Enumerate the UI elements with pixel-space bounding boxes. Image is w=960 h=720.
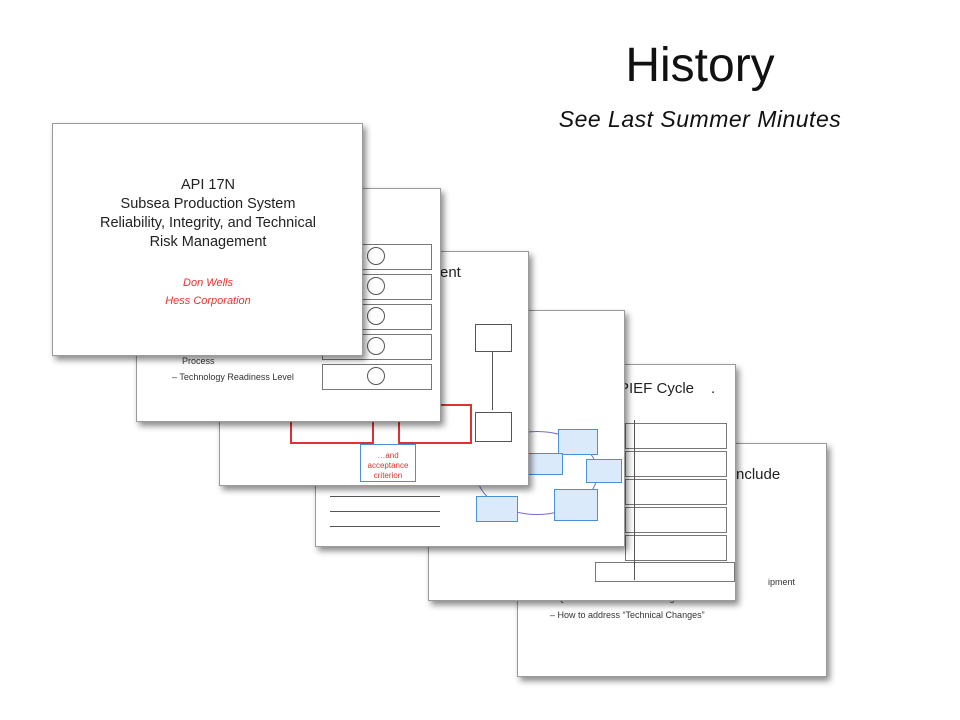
page-title: History [625,39,775,92]
cycle-box-implement [554,489,598,521]
pief-row-5 [625,535,727,561]
slide1-title-line-1: API 17N [181,177,235,193]
acceptance-criterion-label: …and acceptance criterion [367,451,409,480]
cycle-box-define [558,429,598,455]
slide5-heading: PIEF Cycle [619,380,695,397]
slide2-bullet-2: – Technology Readiness Level [172,372,294,382]
cycle-box-plan [586,459,622,483]
slide6-bullet-1: ipment [768,577,796,587]
slide-thumbnail-1[interactable]: API 17N Subsea Production System Reliabi… [52,123,363,356]
tech-circle [367,337,385,355]
slide1-author-name: Don Wells [183,277,233,289]
table-line [330,526,440,527]
pief-arrow-line [634,420,635,580]
slide1-title-line-3: Reliability, Integrity, and Technical [100,215,316,231]
slide2-bullet-1: Process [182,356,215,366]
tech-circle [367,277,385,295]
slide6-bullet-3: – How to address “Technical Changes” [550,610,705,620]
pief-row-2 [625,451,727,477]
pief-row-3 [625,479,727,505]
slide1-author: Don Wells Hess Corporation [73,274,343,310]
slide1-title-line-2: Subsea Production System [120,196,296,212]
slide1-title: API 17N Subsea Production System Reliabi… [73,176,343,252]
slide5-dot: . [711,380,716,397]
slide1-title-line-4: Risk Management [149,234,267,250]
tech-circle [367,367,385,385]
diagram-arrow [492,352,493,410]
tech-circle [367,307,385,325]
table-line [330,511,440,512]
pief-row-4 [625,507,727,533]
diagram-box-implement [475,412,512,442]
page-subtitle: See Last Summer Minutes [558,106,842,132]
pief-row-1 [625,423,727,449]
pief-row-6 [595,562,735,582]
slide1-author-company: Hess Corporation [165,295,251,307]
tech-circle [367,247,385,265]
acceptance-criterion-box: …and acceptance criterion [360,444,416,482]
slide3-heading: ent [440,264,461,281]
slide6-heading: nclude [736,466,781,483]
table-line [330,496,440,497]
diagram-box-plan [475,324,512,352]
cycle-box-implement-2 [476,496,518,522]
